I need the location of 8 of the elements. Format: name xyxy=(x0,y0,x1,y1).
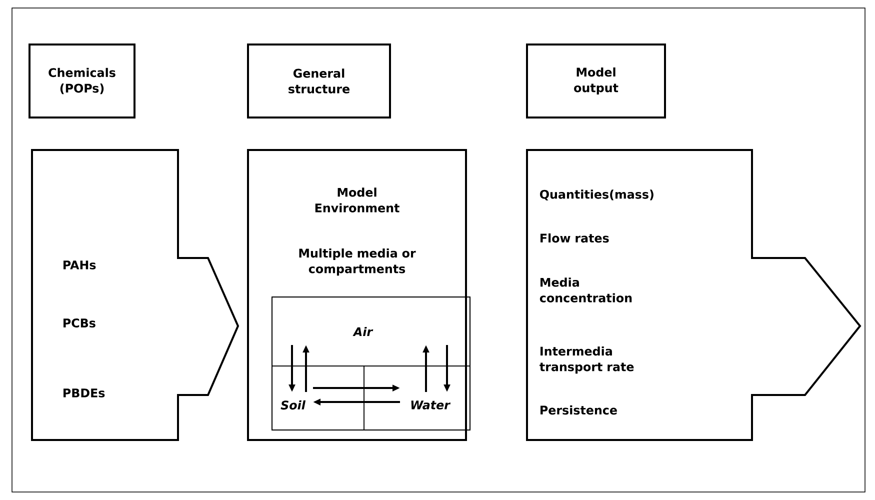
arrow-box: PAHs PCBs PBDEs xyxy=(31,149,240,441)
compartment: Water xyxy=(364,366,470,430)
compartment: Air xyxy=(272,296,470,366)
header-box: General structure xyxy=(247,44,391,118)
header-box: Model output xyxy=(526,44,666,118)
header-box: Chemicals (POPs) xyxy=(28,44,136,118)
compartment: Soil xyxy=(272,366,364,430)
arrow-box: Quantities(mass) Flow rates Media concentration Intermedia transport rate Persistence xyxy=(526,149,862,441)
